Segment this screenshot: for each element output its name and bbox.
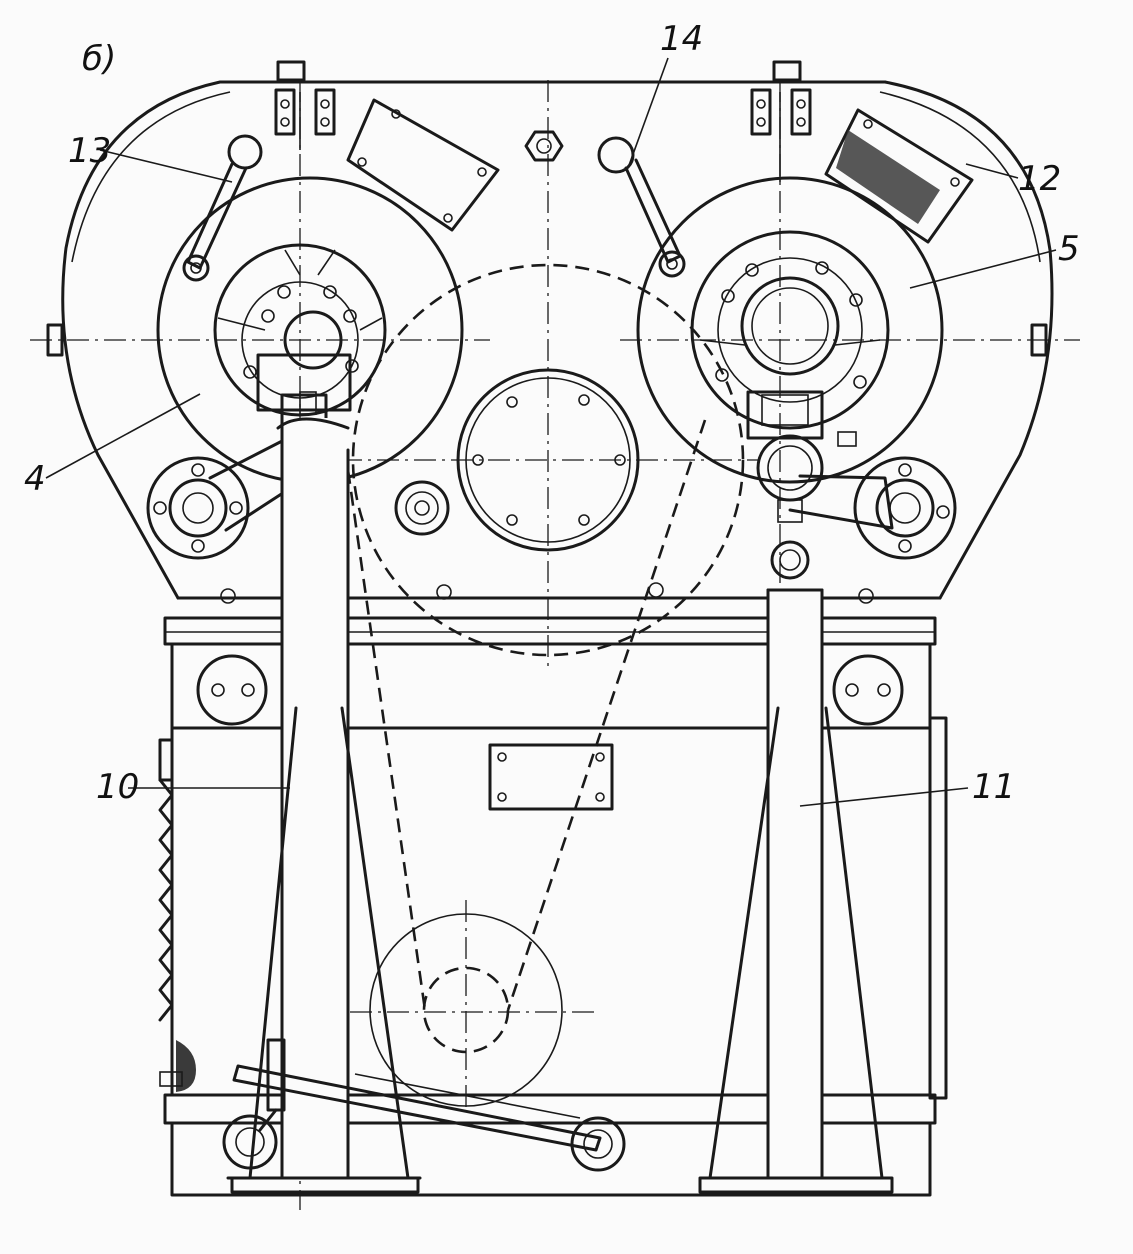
cover-plate-right	[824, 108, 974, 244]
side-lug-left	[46, 323, 64, 357]
callout-12: 12	[1018, 159, 1062, 199]
gearbox-housing	[61, 80, 1054, 600]
left-teeth	[158, 738, 196, 1092]
leader-lines	[45, 57, 1057, 807]
callout-10: 10	[96, 767, 140, 807]
lever-14	[597, 136, 686, 278]
lifting-eye-right	[750, 60, 812, 182]
upright-11	[698, 588, 894, 1194]
bottom-linkage	[222, 1038, 626, 1172]
tension-arm-right	[756, 434, 957, 580]
lifting-eye-left	[274, 60, 336, 150]
callout-13: 13	[68, 131, 112, 171]
top-nut	[524, 130, 564, 162]
lever-13	[182, 134, 263, 282]
figure-letter: б)	[82, 39, 117, 79]
callout-4: 4	[24, 459, 46, 499]
drive-belt	[346, 419, 707, 1011]
upright-10	[226, 416, 422, 1194]
cover-plate-left	[346, 98, 500, 232]
callout-11: 11	[972, 767, 1016, 807]
bottom-pulley	[350, 900, 600, 1110]
name-plate	[488, 743, 614, 811]
callout-5: 5	[1058, 229, 1080, 269]
central-wheel	[351, 263, 745, 657]
side-lug-right	[1030, 323, 1048, 357]
callout-14: 14	[660, 19, 704, 59]
drum-right	[636, 176, 944, 484]
small-bearing-center	[394, 480, 450, 536]
